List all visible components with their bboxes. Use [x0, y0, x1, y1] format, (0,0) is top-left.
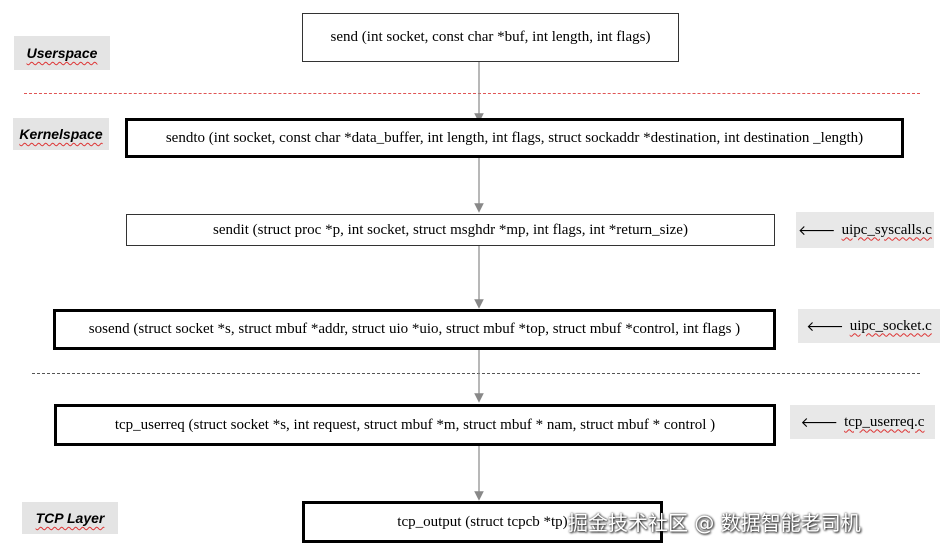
watermark-text: 掘金技术社区 @ 数据智能老司机 — [568, 510, 861, 535]
tcp-usrreq-function-box: tcp_userreq (struct socket *s, int reque… — [54, 404, 776, 446]
userspace-label: Userspace — [14, 36, 110, 70]
tcp-output-function-box: tcp_output (struct tcpcb *tp) — [302, 501, 663, 543]
kernelspace-label: Kernelspace — [13, 118, 109, 150]
file-name: uipc_syscalls.c — [841, 221, 932, 238]
send-function-box: send (int socket, const char *buf, int l… — [302, 13, 679, 62]
userspace-kernel-separator — [24, 93, 920, 94]
left-arrow-icon: 🡐 — [798, 222, 836, 239]
file-name: uipc_socket.c — [849, 317, 932, 334]
file-label-syscalls: 🡐 uipc_syscalls.c — [796, 212, 934, 248]
file-label-socket: 🡐 uipc_socket.c — [798, 309, 940, 343]
left-arrow-icon: 🡐 — [800, 414, 839, 431]
sendto-function-box: sendto (int socket, const char *data_buf… — [125, 118, 904, 158]
left-arrow-icon: 🡐 — [806, 318, 844, 335]
file-label-usrreq: 🡐 tcp_userreq.c — [790, 405, 935, 439]
tcp-layer-label: TCP Layer — [22, 502, 118, 534]
socket-protocol-separator — [32, 373, 920, 374]
sendit-function-box: sendit (struct proc *p, int socket, stru… — [126, 214, 775, 246]
sosend-function-box: sosend (struct socket *s, struct mbuf *a… — [53, 309, 776, 350]
file-name: tcp_userreq.c — [844, 413, 925, 430]
